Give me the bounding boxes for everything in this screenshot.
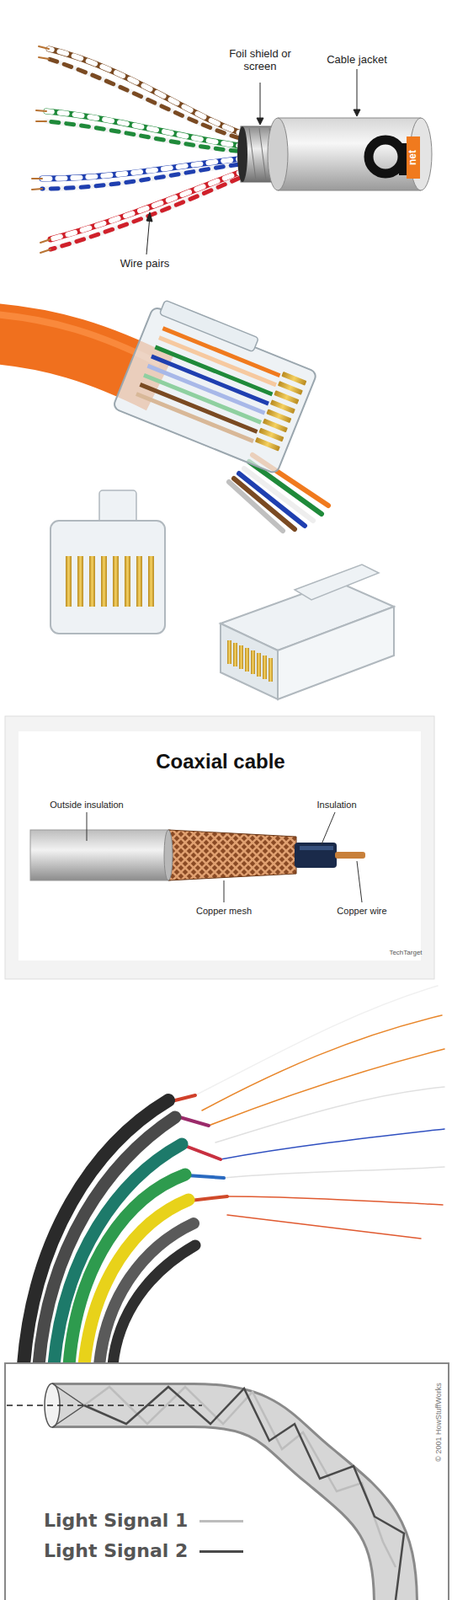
part-label: Outside insulation: [15, 798, 159, 810]
part-label: Foil shield or screen: [228, 47, 293, 74]
part-label: Insulation: [290, 798, 383, 810]
twisted-pair-cable: [31, 46, 432, 255]
legend-line-sample: [199, 1548, 244, 1552]
fiber-optic-bundle: [23, 984, 445, 1364]
part-label: Copper wire: [311, 904, 413, 916]
legend-text: Light Signal 1: [43, 1508, 188, 1530]
panel-title: Coaxial cable: [85, 749, 356, 773]
part-label: Copper mesh: [173, 904, 275, 916]
coaxial-cable: [5, 715, 435, 979]
part-label: Wire pairs: [102, 257, 187, 271]
rj45-connectors: [0, 296, 394, 699]
light-guide: [5, 1361, 449, 1599]
part-label: Cable jacket: [310, 53, 404, 67]
legend-line-sample: [199, 1518, 244, 1521]
watermark: TechTarget: [376, 947, 436, 956]
logo-text: net: [407, 149, 420, 165]
copyright-note: © 2001 HowStuffWorks: [434, 1381, 443, 1460]
legend-text: Light Signal 2: [43, 1538, 188, 1560]
